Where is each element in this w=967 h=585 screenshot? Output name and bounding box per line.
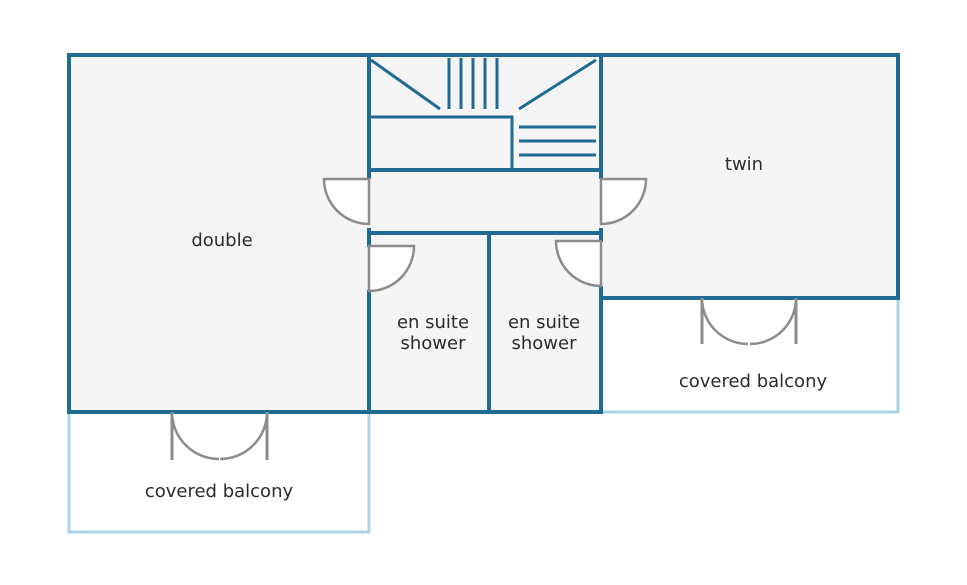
balcony-right-outline [599, 296, 900, 414]
doors [170, 177, 798, 461]
label-twin: twin [725, 154, 763, 175]
room-fills [69, 55, 898, 412]
balcony-left-outline [67, 410, 371, 534]
door-ensuite-right [554, 239, 603, 288]
label-balcony-left: covered balcony [145, 481, 294, 502]
twin-room-fill [601, 55, 898, 298]
door-twin-landing [599, 177, 648, 226]
label-ensuite-right-2: shower [512, 333, 578, 354]
double-room-fill [69, 55, 369, 412]
door-double-landing [322, 177, 371, 226]
label-double: double [191, 230, 252, 251]
walls [67, 53, 900, 414]
label-ensuite-left-1: en suite [397, 312, 469, 333]
label-ensuite-left-2: shower [401, 333, 467, 354]
landing-fill [369, 170, 601, 233]
label-balcony-right: covered balcony [679, 371, 828, 392]
label-ensuite-right-1: en suite [508, 312, 580, 333]
door-ensuite-left [367, 244, 416, 293]
staircase [370, 58, 597, 168]
